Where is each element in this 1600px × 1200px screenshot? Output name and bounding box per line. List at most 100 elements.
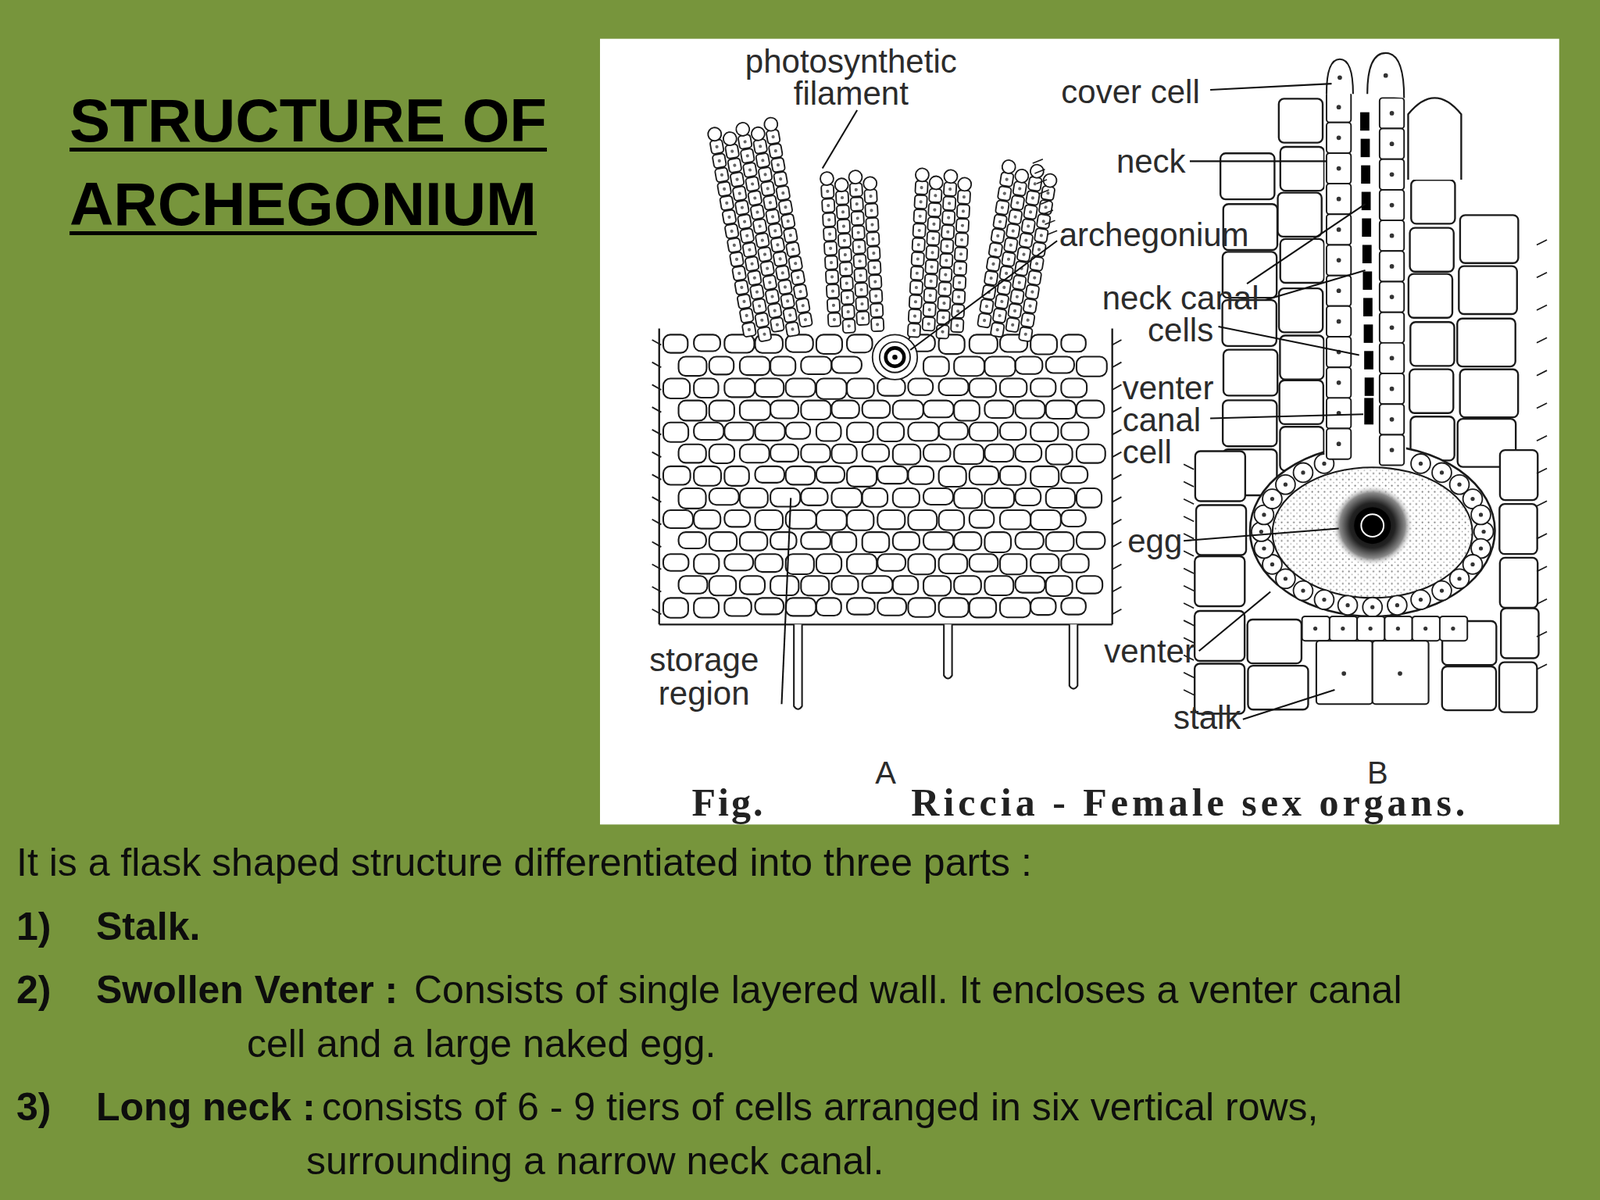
storage-cell: [907, 553, 936, 575]
venter-wall-cell: [1293, 581, 1314, 601]
storage-cell: [907, 422, 939, 441]
filament-cell: [942, 196, 957, 211]
nucleus-dot: [1261, 512, 1266, 517]
leader-line: [1210, 83, 1332, 90]
filament-cell: [979, 299, 994, 315]
filament-cell: [737, 214, 752, 229]
neck-cell: [1326, 244, 1351, 275]
stalk-cell: [1372, 640, 1429, 704]
storage-cell: [785, 334, 814, 352]
filament-cell: [740, 148, 755, 164]
leader-line: [1265, 270, 1366, 300]
filament-cell: [770, 317, 785, 333]
storage-cell: [953, 400, 980, 422]
thallus-cell: [1278, 98, 1323, 143]
filament-cell: [850, 196, 865, 211]
chloroplast-dot: [998, 219, 1003, 224]
terminal-cell: [928, 175, 943, 190]
filament-cell: [764, 289, 779, 304]
edge-hair: [1183, 550, 1194, 557]
filament-cell: [1034, 228, 1049, 243]
chloroplast-dot: [714, 144, 719, 149]
chloroplast-dot: [1039, 233, 1043, 238]
storage-cell: [693, 422, 724, 440]
storage-cell: [1076, 444, 1106, 464]
chloroplast-dot: [846, 324, 850, 328]
filament-cell: [851, 225, 865, 240]
filament-cell: [745, 176, 760, 192]
edge-hair: [1112, 496, 1122, 503]
storage-cell: [1076, 356, 1108, 376]
chloroplast-dot: [785, 219, 790, 224]
thallus-cell: [1247, 665, 1308, 710]
filament-cell: [955, 232, 969, 247]
chloroplast-dot: [1041, 219, 1046, 224]
nucleus-dot: [1336, 380, 1342, 386]
rhizoid: [793, 624, 802, 709]
edge-hair: [1536, 468, 1547, 475]
chloroplast-dot: [828, 246, 833, 250]
terminal-cell: [735, 121, 751, 138]
neck-cell: [1379, 403, 1404, 435]
chloroplast-dot: [765, 266, 770, 271]
storage-cell: [663, 510, 693, 529]
storage-cell: [693, 378, 718, 398]
filament-cell: [939, 253, 954, 268]
filament-cell: [850, 211, 865, 226]
filament-cell: [734, 279, 749, 295]
thallus-cell: [1279, 335, 1324, 379]
filament-cell: [826, 284, 840, 299]
chloroplast-dot: [720, 172, 725, 177]
nucleus-dot: [1395, 603, 1400, 608]
nucleus-dot: [1336, 319, 1342, 325]
storage-cell: [678, 488, 707, 509]
storage-cell: [939, 422, 968, 440]
thallus-cell: [1442, 666, 1497, 711]
chloroplast-dot: [1023, 332, 1028, 336]
storage-cell: [1000, 378, 1027, 397]
filament-cell: [1001, 251, 1016, 267]
filament-cell: [822, 212, 836, 227]
filament-cell: [908, 309, 922, 324]
neck-cell: [1379, 159, 1404, 190]
filament-cell: [841, 304, 855, 319]
storage-cell: [785, 422, 811, 440]
venter-cavity: [1272, 467, 1473, 598]
edge-hair: [1112, 452, 1122, 458]
venter-wall-cell: [1293, 463, 1314, 483]
leader-line: [1218, 326, 1360, 356]
chloroplast-dot: [737, 271, 742, 275]
filament-cell: [850, 182, 864, 197]
storage-cell: [892, 400, 924, 420]
storage-cell: [984, 444, 1014, 462]
storage-cell: [1046, 444, 1073, 465]
storage-cell: [969, 378, 997, 398]
edge-hair: [1183, 620, 1194, 626]
thallus-cell: [1220, 153, 1275, 200]
filament-cell: [767, 223, 783, 239]
filament-cell: [754, 312, 769, 328]
list-number: 2): [16, 963, 51, 1018]
nucleus-dot: [1389, 417, 1395, 422]
nucleus-dot: [1389, 264, 1395, 269]
thallus-cell: [1407, 97, 1461, 179]
storage-cell: [846, 378, 875, 399]
stalk-cell: [1412, 616, 1440, 641]
storage-cell: [1015, 356, 1043, 374]
storage-cell: [969, 422, 998, 441]
filament-cell: [780, 213, 795, 229]
storage-cell: [1000, 510, 1031, 530]
chloroplast-dot: [956, 309, 960, 313]
thallus-cell: [1408, 274, 1453, 318]
chloroplast-dot: [946, 215, 950, 219]
rhizoid: [1069, 624, 1078, 689]
thallus-cell: [1460, 214, 1518, 263]
storage-cell: [663, 466, 691, 486]
storage-cell: [1060, 378, 1087, 398]
nucleus-dot: [1389, 171, 1395, 177]
filament-cell: [729, 251, 744, 267]
neck-canal-cell: [1361, 218, 1372, 238]
filament-cell: [739, 228, 754, 243]
filament-cell: [977, 313, 992, 329]
